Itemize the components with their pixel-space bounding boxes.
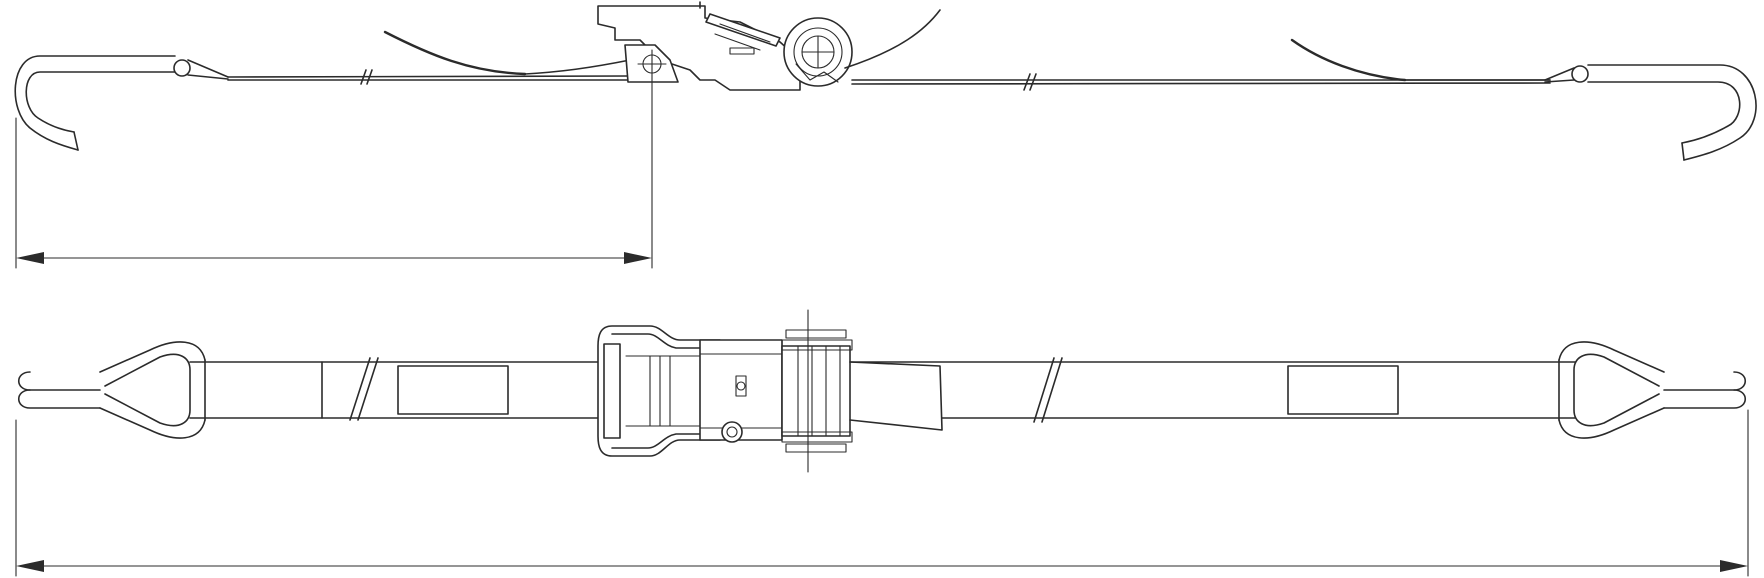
dimension-line-overall — [15, 409, 1749, 577]
left-hook-top — [17, 341, 206, 439]
top-view — [15, 309, 1749, 577]
strap-left-top — [189, 357, 601, 421]
strap-right-side — [851, 38, 1551, 91]
right-hook-top — [1558, 341, 1747, 439]
strap-left-side — [227, 30, 631, 85]
dimension-line-short — [15, 77, 653, 269]
ratchet-buckle-side — [597, 1, 941, 91]
right-hook-side — [1544, 64, 1757, 161]
strap-right-top — [849, 357, 1576, 423]
ratchet-buckle-top — [597, 309, 943, 473]
left-hook-side — [14, 55, 229, 151]
side-view — [14, 1, 1757, 269]
